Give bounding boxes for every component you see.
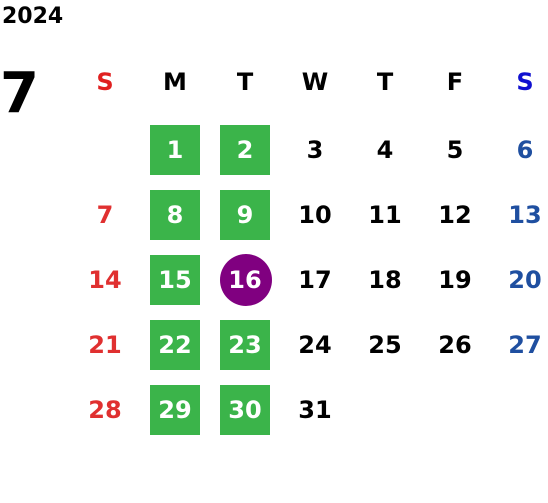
calendar-day[interactable]: 6	[490, 125, 548, 175]
weekday-header: W	[301, 68, 329, 96]
calendar-day[interactable]: 27	[490, 320, 548, 370]
calendar-day[interactable]: 7	[70, 190, 140, 240]
calendar-day-number: 24	[298, 331, 332, 359]
weekday-header: T	[376, 68, 394, 96]
calendar-day[interactable]: 14	[70, 255, 140, 305]
calendar-day-number: 16	[228, 266, 262, 294]
calendar-day-highlighted[interactable]: 8	[140, 190, 210, 240]
calendar-day-number: 31	[298, 396, 332, 424]
weekday-header: S	[516, 68, 534, 96]
calendar-day-number: 20	[508, 266, 542, 294]
calendar-day[interactable]: 31	[280, 385, 350, 435]
calendar-day-number: 4	[376, 136, 394, 164]
calendar-day[interactable]: 18	[350, 255, 420, 305]
year-label: 2024	[2, 4, 64, 29]
calendar-day-number: 9	[236, 201, 254, 229]
calendar-day-number: 17	[298, 266, 332, 294]
calendar-day-number: 22	[158, 331, 192, 359]
calendar-day-number: 27	[508, 331, 542, 359]
calendar-day-number: 19	[438, 266, 472, 294]
calendar-day-number: 26	[438, 331, 472, 359]
calendar-day[interactable]: 12	[420, 190, 490, 240]
calendar-day-number: 5	[446, 136, 464, 164]
calendar-day-number: 2	[236, 136, 254, 164]
calendar-day[interactable]: 10	[280, 190, 350, 240]
calendar-day-number: 11	[368, 201, 402, 229]
calendar-day-highlighted[interactable]: 9	[210, 190, 280, 240]
calendar-day[interactable]: 17	[280, 255, 350, 305]
weekday-header: S	[96, 68, 114, 96]
calendar-day[interactable]: 3	[280, 125, 350, 175]
calendar-day-number: 30	[228, 396, 262, 424]
calendar-day-number: 14	[88, 266, 122, 294]
weekday-header: M	[163, 68, 187, 96]
calendar-day[interactable]: 25	[350, 320, 420, 370]
calendar-day[interactable]: 13	[490, 190, 548, 240]
calendar-day-highlighted[interactable]: 30	[210, 385, 280, 435]
calendar-day-highlighted[interactable]: 23	[210, 320, 280, 370]
calendar-day[interactable]: 26	[420, 320, 490, 370]
weekday-header: T	[236, 68, 254, 96]
calendar-day-number: 3	[306, 136, 324, 164]
calendar-day-highlighted[interactable]: 1	[140, 125, 210, 175]
calendar-day[interactable]: 24	[280, 320, 350, 370]
calendar-day-number: 1	[166, 136, 184, 164]
calendar-day-highlighted[interactable]: 15	[140, 255, 210, 305]
calendar-day[interactable]: 28	[70, 385, 140, 435]
calendar-day-number: 8	[166, 201, 184, 229]
calendar-day-number: 12	[438, 201, 472, 229]
calendar-day[interactable]: 20	[490, 255, 548, 305]
calendar-day-highlighted[interactable]: 29	[140, 385, 210, 435]
calendar-day[interactable]: 11	[350, 190, 420, 240]
calendar-day-number: 15	[158, 266, 192, 294]
calendar-day-number: 25	[368, 331, 402, 359]
calendar-day-number: 28	[88, 396, 122, 424]
calendar-day[interactable]: 5	[420, 125, 490, 175]
calendar-day-highlighted[interactable]: 22	[140, 320, 210, 370]
calendar-day-highlighted[interactable]: 2	[210, 125, 280, 175]
calendar-day-today[interactable]: 16	[210, 254, 280, 306]
calendar-day-number: 29	[158, 396, 192, 424]
calendar-day-number: 23	[228, 331, 262, 359]
calendar-day[interactable]: 4	[350, 125, 420, 175]
calendar-day-number: 7	[96, 201, 114, 229]
calendar-day-number: 13	[508, 201, 542, 229]
weekday-header: F	[446, 68, 464, 96]
calendar-day-number: 6	[516, 136, 534, 164]
calendar-day-number: 10	[298, 201, 332, 229]
calendar-day[interactable]: 21	[70, 320, 140, 370]
month-number: 7	[0, 61, 39, 126]
calendar-day-number: 21	[88, 331, 122, 359]
calendar-day-number: 18	[368, 266, 402, 294]
calendar-day[interactable]: 19	[420, 255, 490, 305]
